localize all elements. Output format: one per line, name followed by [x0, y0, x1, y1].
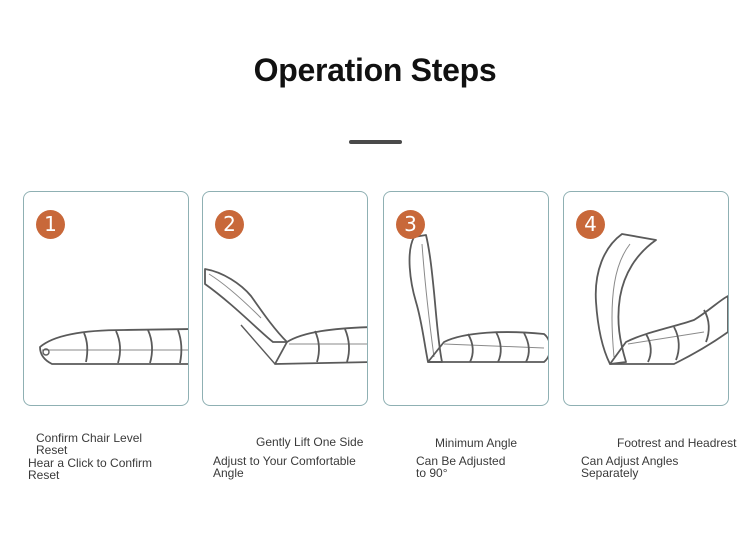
step-1-badge: 1 [36, 210, 65, 239]
step-3-badge: 3 [396, 210, 425, 239]
step-2-badge: 2 [215, 210, 244, 239]
upright-chair-illustration [408, 234, 548, 363]
step-3-description: Can Be Adjusted to 90° [416, 454, 506, 480]
step-1-description: Hear a Click to Confirm Reset [28, 456, 153, 482]
step-4-description: Can Adjust Angles Separately [581, 454, 679, 480]
lifted-chair-illustration [204, 268, 367, 365]
step-1-heading: Confirm Chair Level Reset [36, 431, 143, 457]
flat-chair-illustration [39, 328, 188, 365]
step-2-heading: Gently Lift One Side [256, 435, 364, 449]
page-title: Operation Steps [253, 52, 497, 88]
adjusted-chair-illustration [594, 233, 728, 365]
step-2-card: 2 [202, 191, 368, 406]
step-2-description: Adjust to Your Comfortable Angle [213, 454, 356, 480]
step-4-card: 4 [563, 191, 729, 406]
step-4-heading: Footrest and Headrest [617, 436, 737, 450]
step-3-card: 3 [383, 191, 549, 406]
step-1-card: 1 [23, 191, 189, 406]
step-3-heading: Minimum Angle [435, 436, 518, 450]
title-divider [349, 140, 402, 144]
step-4-badge: 4 [576, 210, 605, 239]
